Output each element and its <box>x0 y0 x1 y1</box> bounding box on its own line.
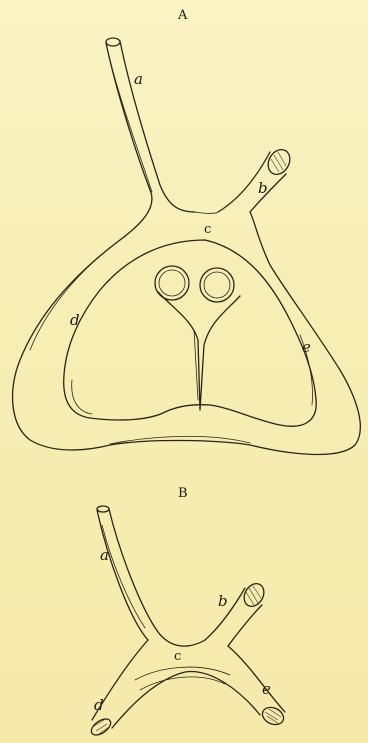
figure-a-inner-cavity <box>64 240 316 426</box>
figure-b-vessel-a <box>97 506 205 646</box>
figure-a-vessel-b <box>218 146 294 212</box>
figure-a-label-e: e <box>302 338 311 356</box>
figure-b: B <box>89 486 287 738</box>
figure-a-label-b: b <box>258 179 268 197</box>
figure-b-label-e: e <box>262 680 271 698</box>
figure-a-label-d: d <box>70 311 80 329</box>
figure-a-openings <box>155 266 234 302</box>
figure-b-label-c: c <box>174 649 182 664</box>
figure-b-label-a: a <box>100 546 109 564</box>
figure-a-outer-sac <box>13 212 361 454</box>
figure-a-label-c: c <box>204 222 212 237</box>
figure-b-vessel-e <box>260 704 287 728</box>
figure-b-caption: B <box>178 486 189 501</box>
figure-b-junction <box>92 640 285 728</box>
figure-a: A <box>13 8 361 454</box>
figure-b-vessel-b <box>205 580 268 646</box>
figure-a-caption: A <box>177 8 188 23</box>
figure-a-central-ridge <box>158 292 240 410</box>
figure-b-label-d: d <box>94 696 104 714</box>
figure-b-label-b: b <box>218 592 228 610</box>
figure-a-vessel-a <box>106 38 195 240</box>
figure-a-label-a: a <box>134 70 143 88</box>
